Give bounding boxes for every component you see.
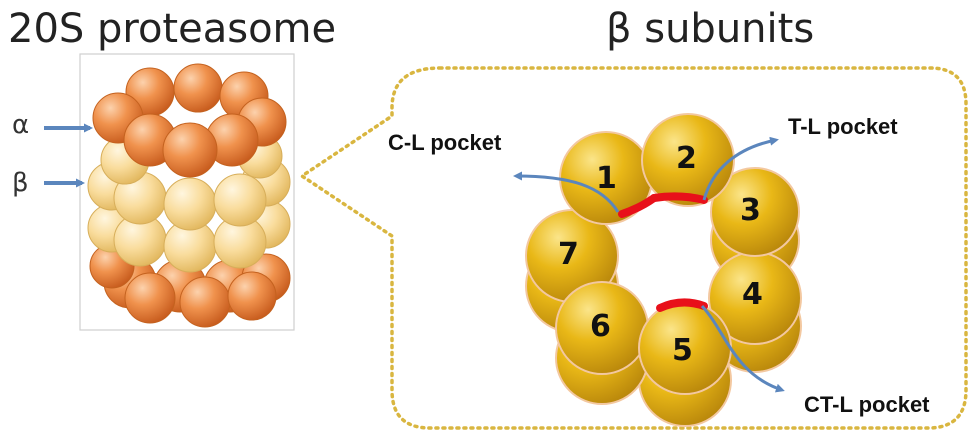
callout-outline xyxy=(298,66,968,430)
subunit-number-7: 7 xyxy=(558,237,579,272)
subunit-sphere-3 xyxy=(710,167,800,257)
active-site-ctl xyxy=(656,298,708,312)
subunit-number-2: 2 xyxy=(676,141,697,176)
subunit-number-5: 5 xyxy=(672,333,693,368)
cl-pocket-label: C-L pocket xyxy=(388,130,502,155)
cl-pocket-arrow xyxy=(513,171,620,213)
tl-pocket-label: T-L pocket xyxy=(788,114,898,139)
subunit-number-6: 6 xyxy=(590,309,611,344)
beta-subunits-title: β subunits xyxy=(606,6,815,52)
active-site-tl xyxy=(650,192,708,204)
alpha-label: α xyxy=(12,110,30,140)
ctl-pocket-arrow xyxy=(700,304,785,393)
proteasome-barrel xyxy=(87,63,291,328)
subunit-number-3: 3 xyxy=(740,193,761,228)
ctl-pocket-label: CT-L pocket xyxy=(804,392,930,417)
tl-pocket-arrow xyxy=(702,136,779,201)
proteasome-title: 20S proteasome xyxy=(8,6,337,52)
beta-label: β xyxy=(12,168,29,198)
subunit-number-4: 4 xyxy=(742,277,763,312)
subunit-number-1: 1 xyxy=(596,161,617,196)
